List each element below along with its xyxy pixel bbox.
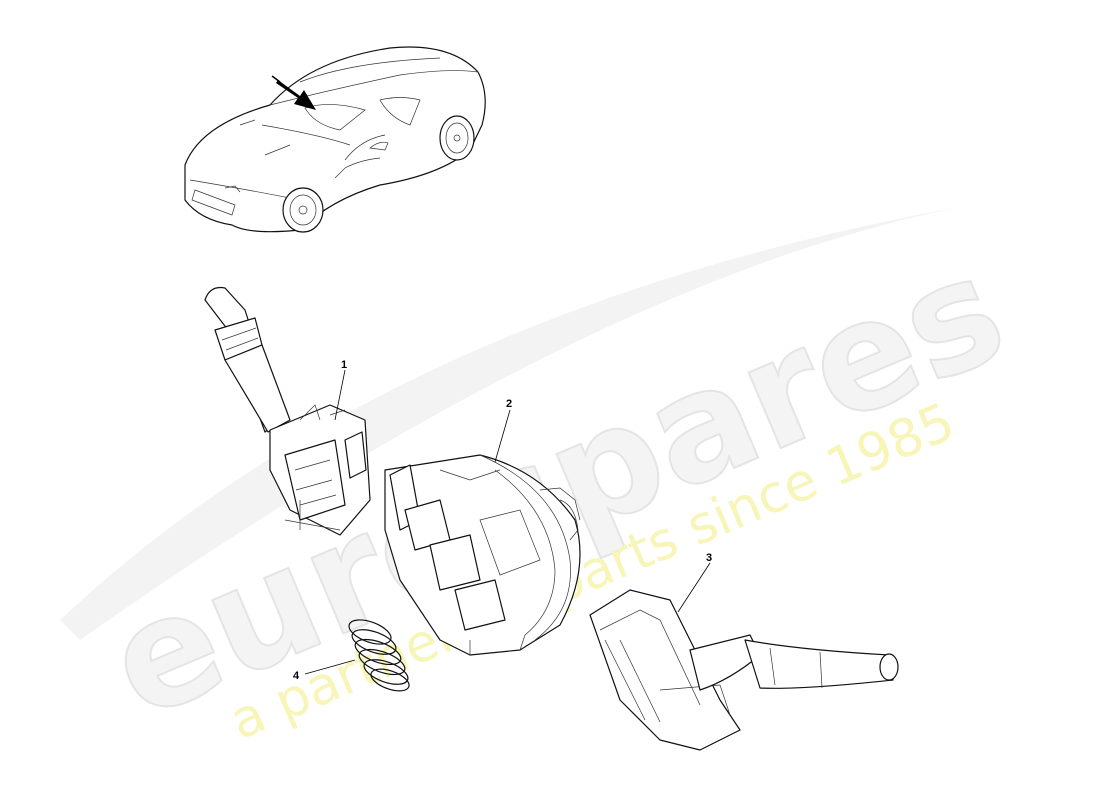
- locator-arrow-icon: [271, 75, 316, 110]
- callout-4: 4: [293, 670, 300, 682]
- callout-3: 3: [706, 552, 712, 564]
- clockspring-housing-icon: [384, 454, 581, 656]
- callout-4-leader: [304, 659, 356, 675]
- callout-2: 2: [506, 398, 512, 410]
- left-stalk-switch-icon: [204, 286, 371, 536]
- callout-3-leader: [677, 562, 711, 613]
- car-locator-icon: [184, 46, 486, 233]
- callout-1-leader: [334, 369, 346, 421]
- callout-2-leader: [494, 409, 511, 463]
- coil-spring-icon: [348, 619, 410, 692]
- right-stalk-switch-icon: [589, 589, 899, 751]
- callout-1: 1: [341, 359, 347, 371]
